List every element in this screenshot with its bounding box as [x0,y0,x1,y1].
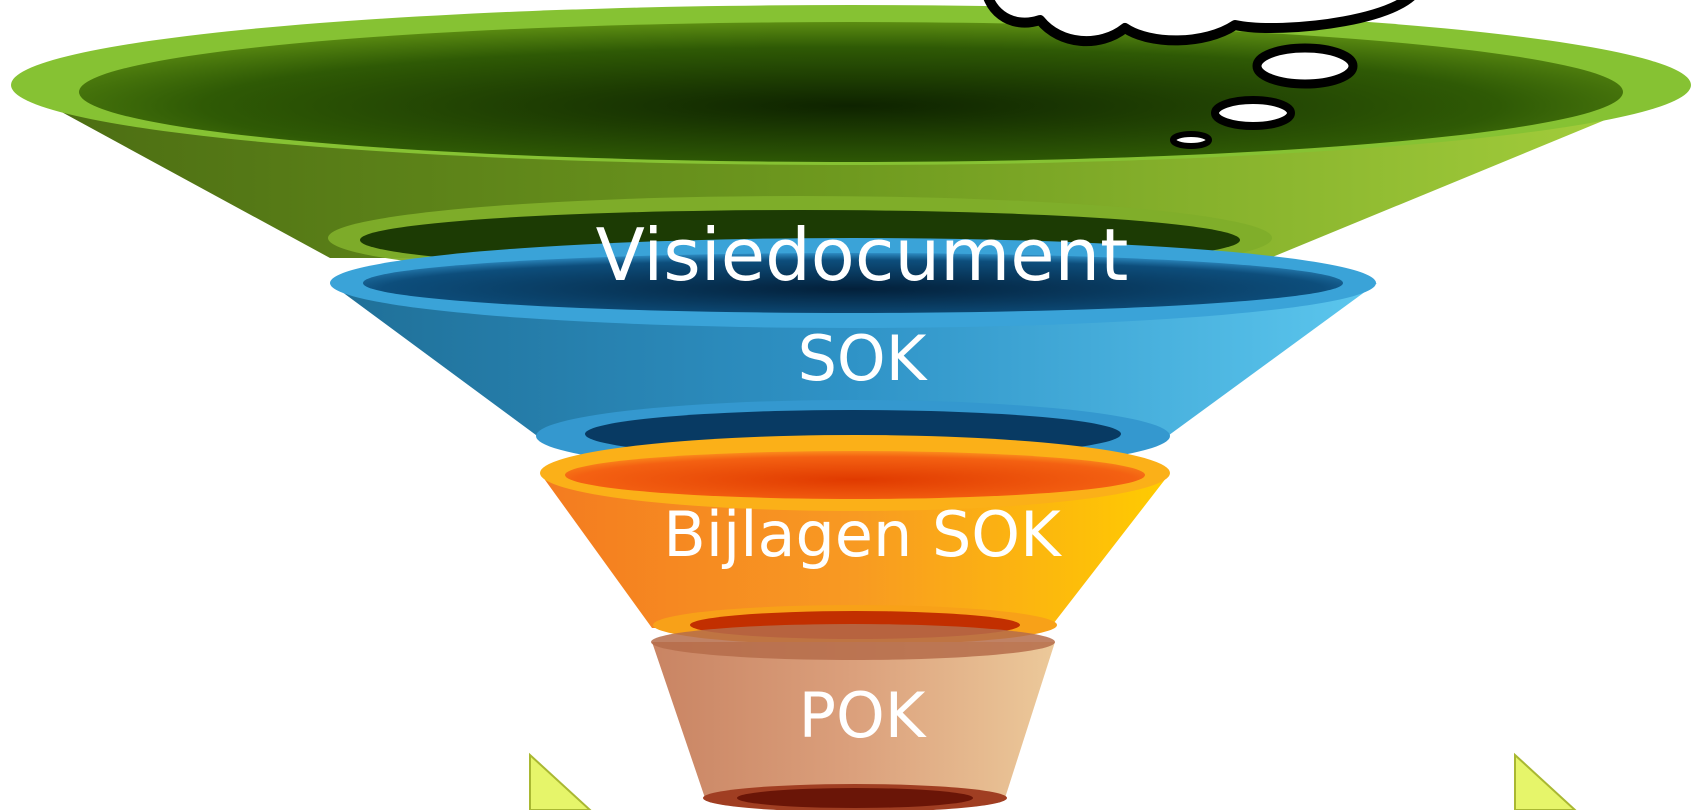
funnel-level-pok [651,624,1055,810]
thought-bubble-icon [983,0,1415,149]
funnel-body-tan [652,642,1055,798]
level-label-bijlagen-sok: Bijlagen SOK [663,498,1062,571]
funnel-lower-opening-tan [737,788,973,808]
funnel-opening-orange [565,451,1145,499]
funnel-rim-tan [651,624,1055,660]
level-label-visiedocument: Visiedocument [596,213,1129,297]
funnel-body-orange [540,473,1170,628]
yellow-arrow-icon-right [1514,752,1577,810]
level-label-sok: SOK [798,322,928,395]
funnel-opening-green [79,22,1623,162]
yellow-arrow-icon [529,752,592,810]
funnel-opening-blue [363,253,1343,313]
level-label-pok: POK [799,679,927,752]
